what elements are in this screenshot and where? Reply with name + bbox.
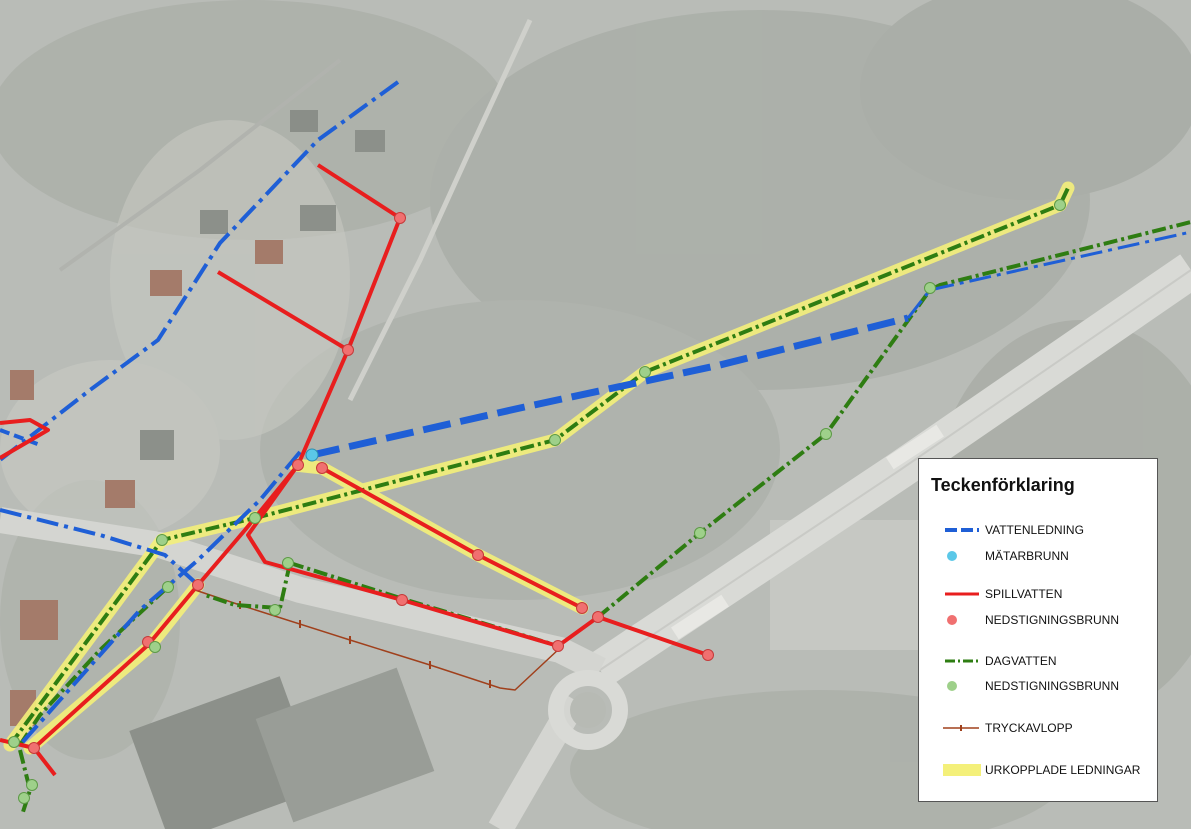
legend-label: NEDSTIGNINGSBRUNN [985, 613, 1120, 627]
legend-item-sewage-manhole: NEDSTIGNINGSBRUNN [919, 609, 1157, 631]
disconnected-line-icon [943, 764, 981, 776]
meter-well-icon [947, 551, 957, 561]
map-legend: Teckenförklaring VATTENLEDNING MÄTARBRUN… [918, 458, 1158, 802]
pressure-sewer-icon [943, 725, 979, 731]
legend-item-pressure-sewer: TRYCKAVLOPP [919, 717, 1157, 739]
legend-label: SPILLVATTEN [985, 587, 1063, 601]
roundabout [548, 670, 628, 750]
legend-label: VATTENLEDNING [985, 523, 1084, 537]
sewage-manhole-icon [947, 615, 957, 625]
cross-road [0, 507, 606, 682]
storm-manholes [8, 199, 1066, 804]
storm-manhole-icon [947, 681, 957, 691]
trucks [671, 424, 944, 640]
legend-label: URKOPPLADE LEDNINGAR [985, 763, 1141, 777]
legend-item-disconnected: URKOPPLADE LEDNINGAR [919, 759, 1157, 781]
legend-label: TRYCKAVLOPP [985, 721, 1073, 735]
water-lines [0, 80, 1191, 747]
legend-label: MÄTARBRUNN [985, 549, 1069, 563]
meter-well [305, 448, 319, 462]
rail-line [58, 58, 342, 272]
storm-line-icon [945, 659, 979, 663]
legend-title: Teckenförklaring [931, 475, 1075, 495]
roundabout-center [570, 692, 606, 728]
legend-item-storm: DAGVATTEN [919, 650, 1157, 672]
buildings [10, 110, 435, 829]
legend-item-sewage: SPILLVATTEN [919, 583, 1157, 605]
dirt-track [347, 18, 533, 402]
legend-label: NEDSTIGNINGSBRUNN [985, 679, 1120, 693]
legend-label: DAGVATTEN [985, 654, 1057, 668]
legend-item-water: VATTENLEDNING [919, 519, 1157, 541]
legend-item-storm-manhole: NEDSTIGNINGSBRUNN [919, 675, 1157, 697]
water-line-icon [945, 528, 979, 532]
legend-item-meter-well: MÄTARBRUNN [919, 545, 1157, 567]
sewage-lines [0, 163, 709, 777]
main-road-edge [599, 269, 1191, 671]
sewage-line-icon [945, 592, 979, 596]
